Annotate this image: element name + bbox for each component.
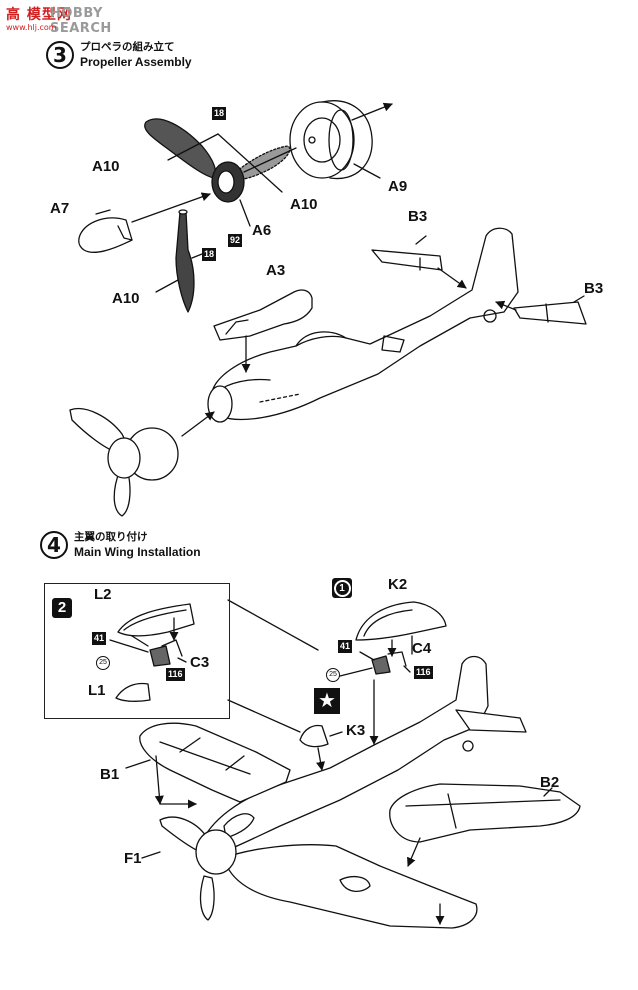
step-3-number: 3 xyxy=(46,41,74,69)
variant-1-number: 1 xyxy=(333,579,351,597)
propeller-f1 xyxy=(159,813,255,921)
label-f1: F1 xyxy=(124,850,142,867)
paint-code-41-inset: 41 xyxy=(92,632,107,645)
paint-code-116-inset: 116 xyxy=(166,668,185,681)
label-l1: L1 xyxy=(88,682,106,699)
label-c4: C4 xyxy=(412,640,432,657)
step-3-header: 3 プロペラの組み立て Propeller Assembly xyxy=(46,40,192,70)
canopy-l2 xyxy=(117,603,195,637)
star-symbol: ★ xyxy=(314,688,340,714)
label-a7: A7 xyxy=(50,200,70,217)
step-4-header: 4 主翼の取り付け Main Wing Installation xyxy=(40,530,201,560)
spinner-a7 xyxy=(78,217,133,254)
wing-lower xyxy=(223,844,478,929)
step-3-title-en: Propeller Assembly xyxy=(80,55,192,69)
wing-right-b2 xyxy=(389,783,581,843)
step-4-title-en: Main Wing Installation xyxy=(74,545,201,559)
backplate-a9 xyxy=(289,100,373,180)
circle-code-25-main: 25 xyxy=(326,668,340,682)
cowl-panel-a3 xyxy=(213,289,313,341)
label-a10-left: A10 xyxy=(92,158,120,175)
watermark-cn: 高 模型网 xyxy=(6,7,72,23)
step-4-number: 4 xyxy=(40,531,68,559)
tailplane-right-b3 xyxy=(513,301,587,325)
circle-code-25-inset: 25 xyxy=(96,656,110,670)
step-3-title-jp: プロペラの組み立て xyxy=(80,41,175,53)
propeller-blade-loose-a10 xyxy=(175,209,195,313)
paint-code-18-blade: 18 xyxy=(202,248,217,261)
seat-c3 xyxy=(149,639,183,667)
label-k2: K2 xyxy=(388,576,408,593)
label-a9: A9 xyxy=(388,178,408,195)
variant-2-badge: 2 xyxy=(52,598,72,618)
variant-2-number: 2 xyxy=(57,599,67,616)
tailplane-left-b3 xyxy=(371,249,443,271)
canopy-k2 xyxy=(355,601,447,641)
label-b1: B1 xyxy=(100,766,120,783)
paint-code-116-main: 116 xyxy=(414,666,433,679)
label-l2: L2 xyxy=(94,586,112,603)
label-a3: A3 xyxy=(266,262,286,279)
seat-c4 xyxy=(371,651,407,675)
variant-1-badge: 1 xyxy=(332,578,352,598)
label-k3: K3 xyxy=(346,722,366,739)
watermark-en: HOBBY SEARCH xyxy=(50,6,112,36)
label-b2: B2 xyxy=(540,774,560,791)
paint-code-92: 92 xyxy=(228,234,243,247)
watermark-url: www.hlj.com xyxy=(6,23,57,32)
wing-left-b1 xyxy=(139,722,291,803)
windscreen-k3 xyxy=(299,724,329,748)
label-a6: A6 xyxy=(252,222,272,239)
windscreen-l1 xyxy=(115,682,151,702)
label-b3-left: B3 xyxy=(408,208,428,225)
propeller-assembled xyxy=(69,408,179,517)
propeller-blade-upper-left xyxy=(144,118,217,179)
paint-code-41-main: 41 xyxy=(338,640,353,653)
step-4-title-jp: 主翼の取り付け xyxy=(74,531,148,543)
variant-2-inset xyxy=(44,583,230,719)
propeller-hub-a6 xyxy=(211,161,245,203)
label-a10-right: A10 xyxy=(290,196,318,213)
watermark: 高 模型网 HOBBY SEARCH www.hlj.com xyxy=(4,4,164,36)
paint-code-18-top: 18 xyxy=(212,107,227,120)
label-b3-right: B3 xyxy=(584,280,604,297)
label-a10-bottom: A10 xyxy=(112,290,140,307)
label-c3: C3 xyxy=(190,654,210,671)
